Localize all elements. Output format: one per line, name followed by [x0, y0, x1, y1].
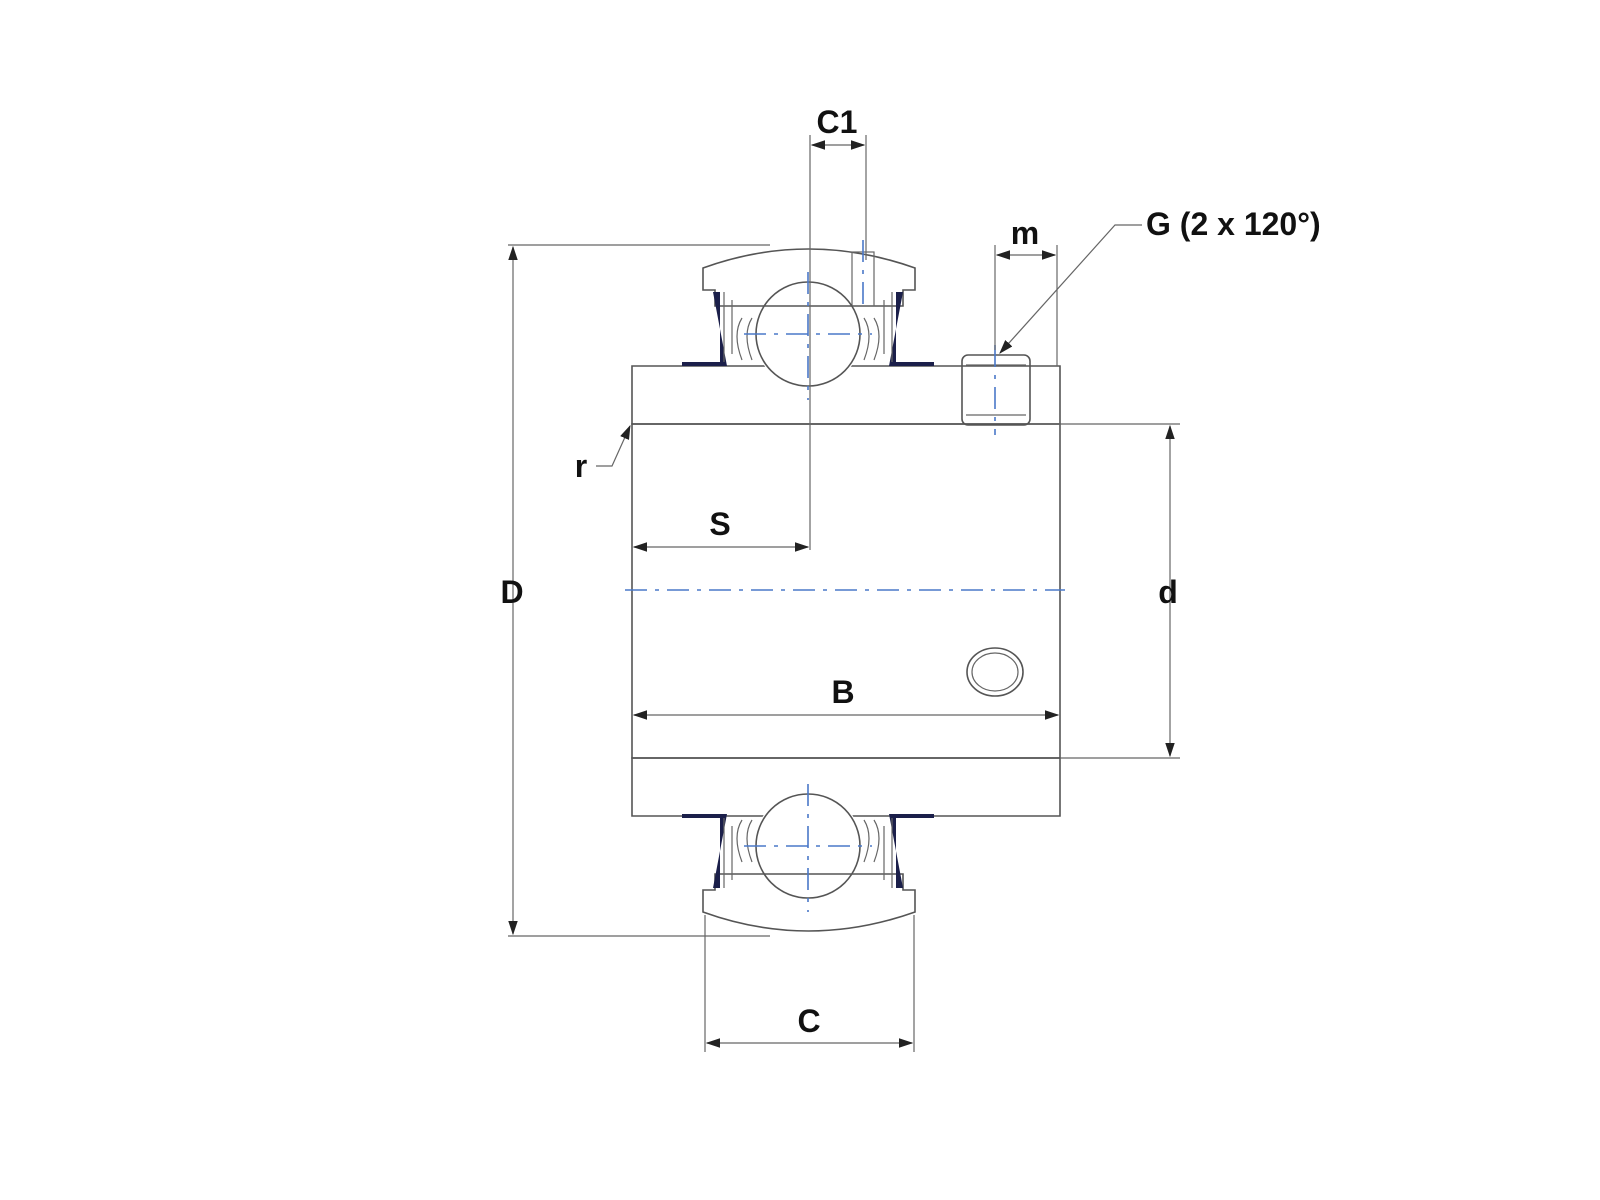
dimension-lines: [508, 140, 1175, 1048]
label-c: C: [797, 1003, 820, 1039]
label-d-outer: D: [500, 574, 523, 610]
label-s: S: [709, 506, 730, 542]
label-d-bore: d: [1158, 574, 1178, 610]
seals: [682, 292, 934, 888]
label-c1: C1: [817, 104, 858, 140]
label-g: G (2 x 120°): [1146, 206, 1321, 242]
outer-ring-upper: [702, 248, 916, 307]
set-screw: [961, 354, 1031, 426]
label-r: r: [575, 448, 587, 484]
cage: [736, 317, 880, 863]
screw-hole: [966, 647, 1024, 697]
inner-ring-lower: [631, 757, 1061, 817]
outer-ring-lower: [702, 873, 916, 932]
extension-lines: [508, 135, 1180, 1052]
bore: [631, 423, 1061, 759]
label-b: B: [831, 674, 854, 710]
centerlines: [625, 240, 1065, 912]
label-m: m: [1011, 215, 1039, 251]
